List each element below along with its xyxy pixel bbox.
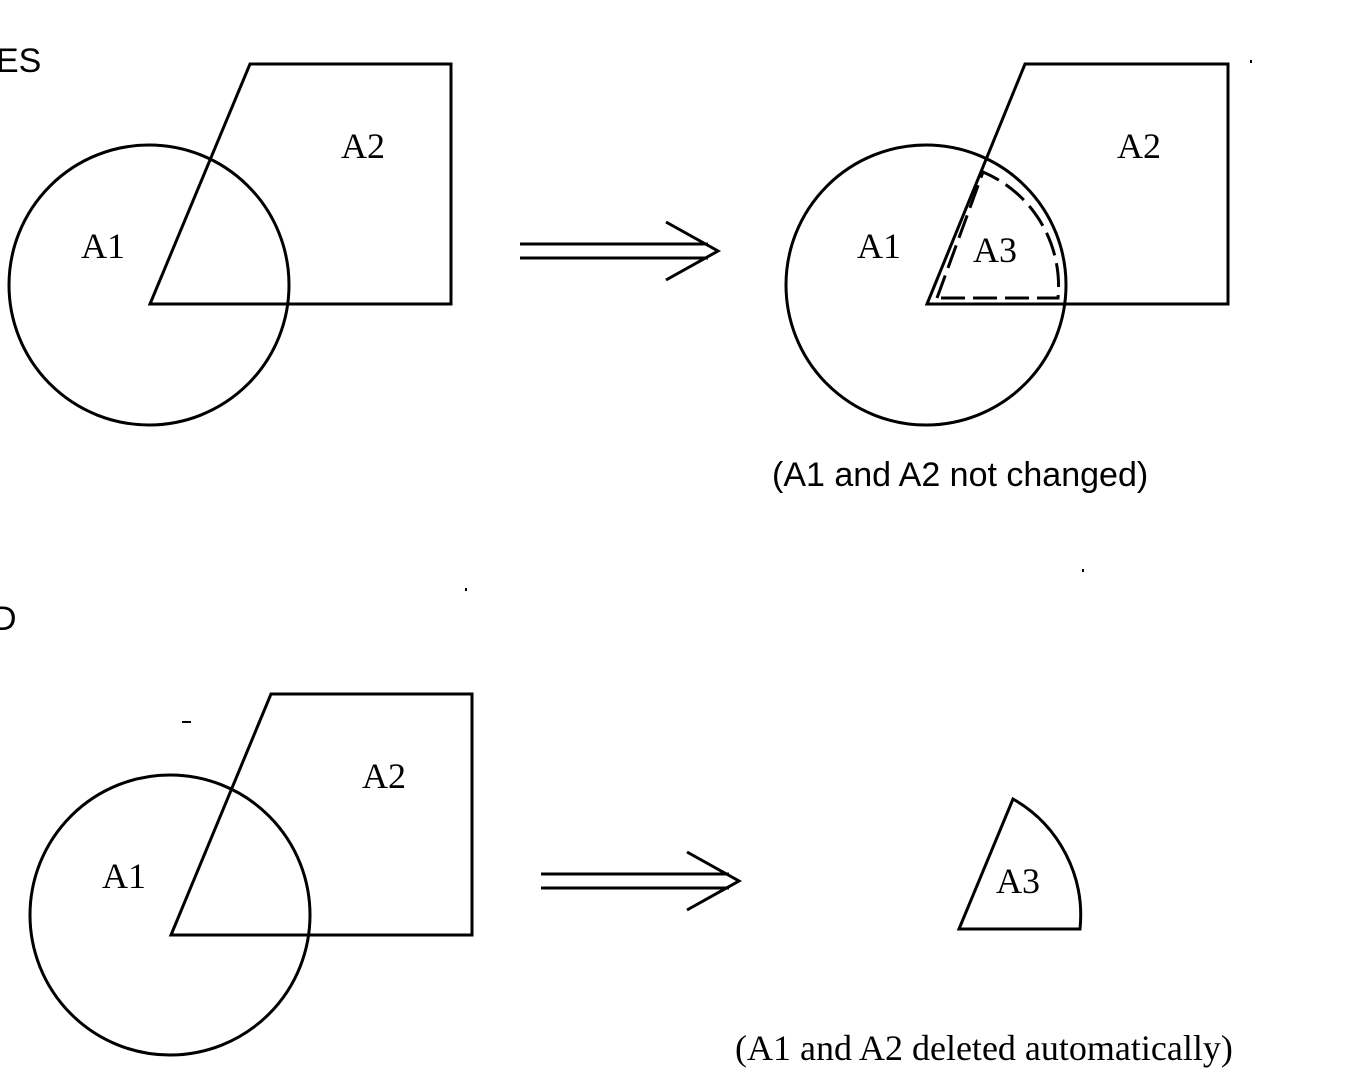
- scan-specks: [182, 60, 1252, 723]
- top-before-label-a2: A2: [341, 126, 385, 166]
- top-heading-fragment: ES: [0, 42, 41, 80]
- top-caption: (A1 and A2 not changed): [772, 456, 1148, 494]
- double-arrow-right-icon: [541, 850, 743, 912]
- top-before-label-a1: A1: [81, 226, 125, 266]
- bottom-before-label-a2: A2: [362, 756, 406, 796]
- top-before-circle-a1: [7, 143, 291, 427]
- top-after-intersection-a3: [934, 170, 1061, 300]
- top-after-label-a2: A2: [1117, 126, 1161, 166]
- top-section: ES A1 A2 A1 A2 A3 (A1 and A2 not changed…: [0, 42, 1230, 494]
- top-before-quad-a2: [147, 62, 453, 306]
- top-after-label-a3: A3: [973, 230, 1017, 270]
- bottom-section: D A1 A2 A3 (A1 and A2 deleted automatica…: [0, 600, 1233, 1068]
- bottom-after-shape-a3: [956, 796, 1083, 931]
- bottom-before-label-a1: A1: [102, 856, 146, 896]
- top-after-circle-a1: [784, 143, 1068, 427]
- bottom-before-group: A1 A2: [28, 692, 474, 1057]
- double-arrow-right-icon: [520, 220, 722, 282]
- top-after-quad-a2: [924, 62, 1230, 306]
- bottom-before-quad-a2: [168, 692, 474, 937]
- top-after-label-a1: A1: [857, 226, 901, 266]
- bottom-before-circle-a1: [28, 773, 312, 1057]
- top-before-group: A1 A2: [7, 62, 453, 427]
- top-after-group: A1 A2 A3: [784, 62, 1230, 427]
- bottom-caption: (A1 and A2 deleted automatically): [735, 1028, 1233, 1068]
- bottom-after-group: A3: [956, 796, 1083, 931]
- bottom-after-label-a3: A3: [996, 861, 1040, 901]
- bottom-heading-fragment: D: [0, 600, 17, 638]
